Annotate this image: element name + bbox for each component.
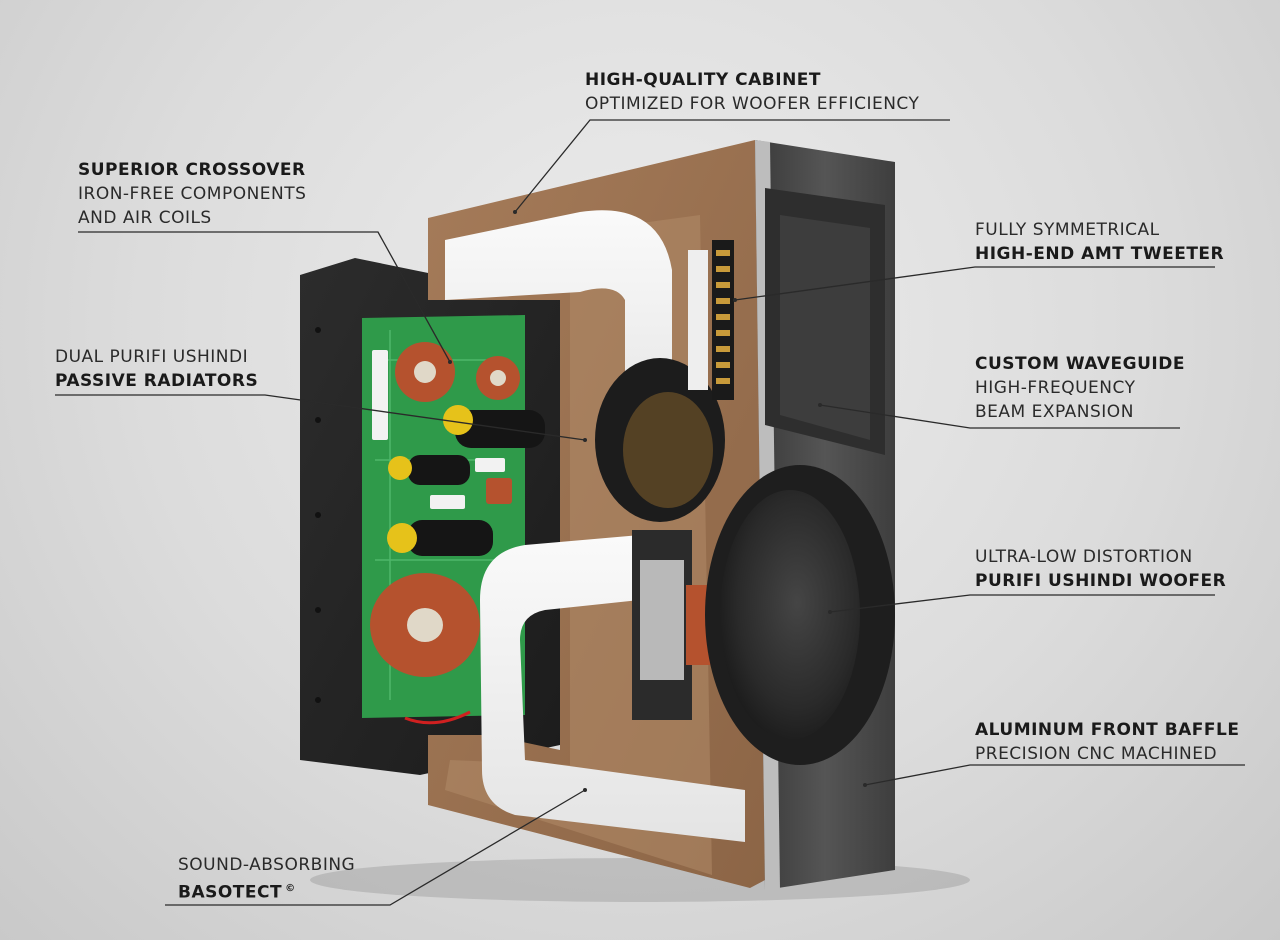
callout-woofer: ULTRA-LOW DISTORTION PURIFI USHINDI WOOF… xyxy=(975,545,1226,593)
foam-top-absorber xyxy=(445,210,672,450)
crossover-desc-2: AND AIR COILS xyxy=(78,208,212,228)
crossover-desc-1: IRON-FREE COMPONENTS xyxy=(78,184,307,204)
basotect-title: BASOTECT xyxy=(178,882,283,903)
callout-baffle: ALUMINUM FRONT BAFFLE PRECISION CNC MACH… xyxy=(975,718,1239,766)
waveguide-throat xyxy=(780,215,870,440)
woofer-cone xyxy=(705,465,895,765)
radiators-title: PASSIVE RADIATORS xyxy=(55,371,259,391)
leader-dots xyxy=(448,210,867,792)
waveguide-desc-2: BEAM EXPANSION xyxy=(975,402,1134,422)
air-coil-2 xyxy=(476,356,520,400)
rear-plate-screws xyxy=(315,327,321,703)
waveguide-desc-1: HIGH-FREQUENCY xyxy=(975,378,1136,398)
foam-bottom-absorber xyxy=(480,535,745,842)
callout-radiators: DUAL PURIFI USHINDI PASSIVE RADIATORS xyxy=(55,345,258,393)
tweeter-desc: FULLY SYMMETRICAL xyxy=(975,220,1160,240)
resistors xyxy=(372,350,505,509)
callout-waveguide: CUSTOM WAVEGUIDE HIGH-FREQUENCY BEAM EXP… xyxy=(975,352,1185,424)
air-coil-1 xyxy=(395,342,455,402)
amt-tweeter xyxy=(688,240,734,400)
crossover-title: SUPERIOR CROSSOVER xyxy=(78,160,306,180)
passive-radiator xyxy=(595,358,725,522)
capacitors xyxy=(387,405,545,556)
pcb-wire xyxy=(404,710,471,725)
basotect-desc: SOUND-ABSORBING xyxy=(178,855,356,875)
callout-tweeter: FULLY SYMMETRICAL HIGH-END AMT TWEETER xyxy=(975,218,1224,266)
callout-basotect: SOUND-ABSORBING BASOTECT© xyxy=(178,853,355,905)
leader-lines xyxy=(55,119,1245,906)
cabinet-title: HIGH-QUALITY CABINET xyxy=(585,70,822,90)
callout-cabinet: HIGH-QUALITY CABINET OPTIMIZED FOR WOOFE… xyxy=(585,68,919,116)
baffle-desc: PRECISION CNC MACHINED xyxy=(975,744,1218,764)
baffle-title: ALUMINUM FRONT BAFFLE xyxy=(975,720,1240,740)
callout-crossover: SUPERIOR CROSSOVER IRON-FREE COMPONENTS … xyxy=(78,158,306,230)
woofer-desc: ULTRA-LOW DISTORTION xyxy=(975,547,1193,567)
waveguide-title: CUSTOM WAVEGUIDE xyxy=(975,354,1185,374)
radiators-desc: DUAL PURIFI USHINDI xyxy=(55,347,249,367)
woofer-motor xyxy=(632,530,722,720)
basotect-title-line: BASOTECT© xyxy=(178,877,355,905)
small-coil xyxy=(486,478,512,504)
air-coil-large xyxy=(370,573,480,677)
tweeter-title: HIGH-END AMT TWEETER xyxy=(975,244,1225,264)
cabinet-desc: OPTIMIZED FOR WOOFER EFFICIENCY xyxy=(585,94,920,114)
registered-mark: © xyxy=(285,883,296,894)
woofer-title: PURIFI USHINDI WOOFER xyxy=(975,571,1227,591)
